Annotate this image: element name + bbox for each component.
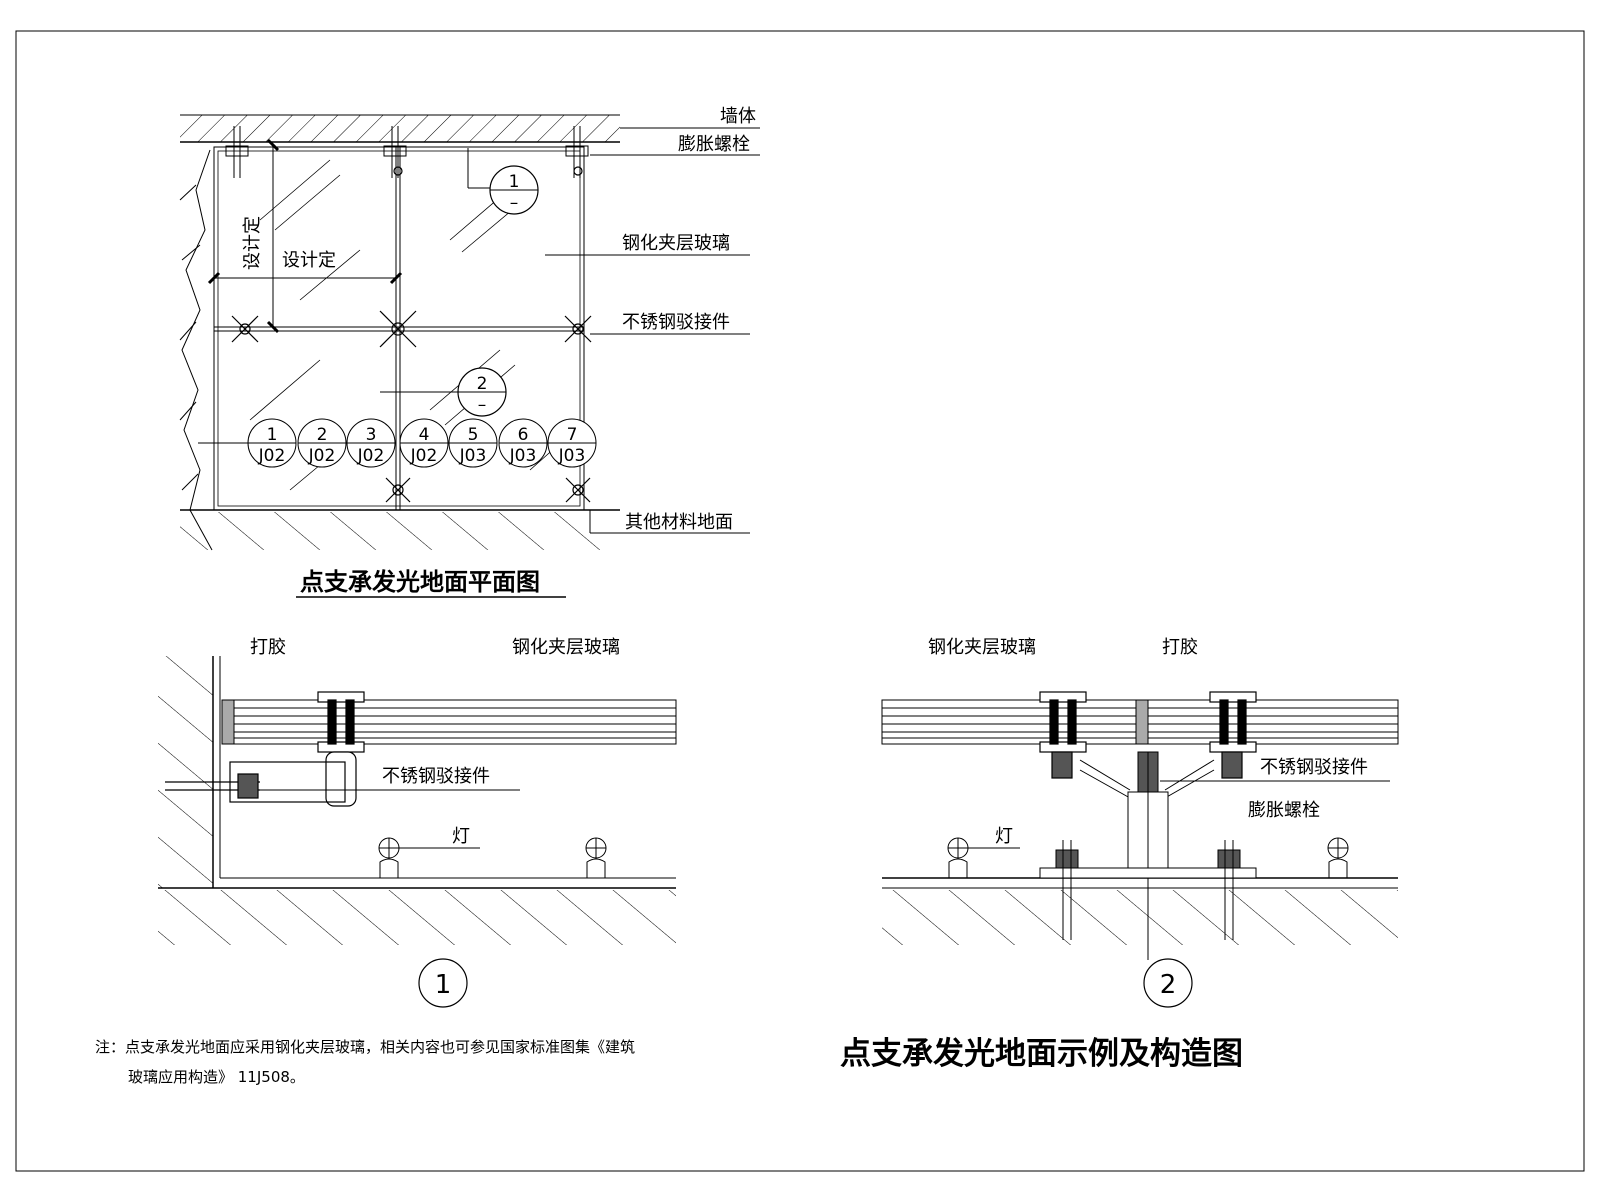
svg-text:–: – xyxy=(510,193,519,213)
svg-text:J03: J03 xyxy=(558,446,586,466)
detail-bubble-7: 7 J03 xyxy=(547,418,597,468)
s1-label-lamp: 灯 xyxy=(452,826,470,847)
section1-number-bubble xyxy=(418,958,468,1008)
svg-text:6: 6 xyxy=(518,425,529,445)
section1-wall xyxy=(158,656,213,888)
svg-text:–: – xyxy=(478,395,487,415)
s2-label-glass: 钢化夹层玻璃 xyxy=(928,637,1036,658)
sheet-border xyxy=(15,30,1585,1172)
section-2: 钢化夹层玻璃 打胶 不锈钢驳接件 膨胀螺栓 灯 2 xyxy=(881,637,1399,1008)
svg-text:5: 5 xyxy=(468,425,479,445)
note-line-1: 注：点支承发光地面应采用钢化夹层玻璃，相关内容也可参见国家标准图集《建筑 xyxy=(95,1038,635,1056)
detail-bubble-2: 2 J02 xyxy=(297,418,347,468)
detail-bubble-1: 1 J02 xyxy=(247,418,297,468)
section1-glass xyxy=(233,699,677,745)
dimension-lines xyxy=(207,138,403,334)
section1-sealant xyxy=(221,699,235,745)
section1-number: 1 xyxy=(435,970,452,1000)
svg-text:J02: J02 xyxy=(357,446,385,466)
left-stone-edge xyxy=(181,149,213,551)
section-ref-1: 1 – xyxy=(489,165,539,215)
section1-ground xyxy=(158,890,676,945)
svg-text:3: 3 xyxy=(366,425,377,445)
svg-text:J03: J03 xyxy=(509,446,537,466)
svg-text:2: 2 xyxy=(477,374,488,394)
main-title: 点支承发光地面示例及构造图 xyxy=(840,1036,1243,1072)
section2-number-bubble xyxy=(1143,958,1193,1008)
svg-text:1: 1 xyxy=(267,425,278,445)
svg-text:1: 1 xyxy=(509,172,520,192)
label-connector: 不锈钢驳接件 xyxy=(622,312,730,333)
svg-text:7: 7 xyxy=(567,425,578,445)
svg-text:J03: J03 xyxy=(459,446,487,466)
svg-text:J02: J02 xyxy=(258,446,286,466)
svg-text:4: 4 xyxy=(419,425,430,445)
section-ref-2: 2 – xyxy=(457,367,507,417)
plan-leaders xyxy=(380,127,760,534)
svg-text:J02: J02 xyxy=(308,446,336,466)
s2-label-lamp: 灯 xyxy=(995,826,1013,847)
wall-band xyxy=(180,115,620,142)
plan-view: 设计定 设计定 墙体 膨胀螺栓 钢化夹层玻璃 不锈钢驳接件 其他材料地面 1 – xyxy=(179,106,760,598)
label-wall: 墙体 xyxy=(720,106,756,127)
section-1: 打胶 钢化夹层玻璃 不锈钢驳接件 灯 1 xyxy=(158,637,677,1008)
detail-bubble-3: 3 J02 xyxy=(346,418,396,468)
note-line-2: 玻璃应用构造》 11J508。 xyxy=(128,1068,305,1086)
detail-bubble-5: 5 J03 xyxy=(448,418,498,468)
plan-title: 点支承发光地面平面图 xyxy=(300,568,540,596)
s1-label-glass: 钢化夹层玻璃 xyxy=(512,637,620,658)
label-other-floor: 其他材料地面 xyxy=(625,512,733,533)
detail-bubble-4: 4 J02 xyxy=(399,418,449,468)
section1-lamps xyxy=(378,837,607,878)
svg-text:J02: J02 xyxy=(410,446,438,466)
s2-label-bolt: 膨胀螺栓 xyxy=(1248,800,1320,821)
glass-panel-outline xyxy=(213,146,585,511)
s1-label-connector: 不锈钢驳接件 xyxy=(382,766,490,787)
floor-band xyxy=(180,512,600,550)
bolt-group-top xyxy=(225,126,589,178)
section1-clamp xyxy=(165,691,365,807)
dim-vertical-label: 设计定 xyxy=(242,216,263,270)
label-laminated-glass: 钢化夹层玻璃 xyxy=(622,233,730,254)
section2-number: 2 xyxy=(1160,970,1177,1000)
section2-sealant xyxy=(1135,699,1149,745)
s2-label-glue: 打胶 xyxy=(1162,637,1198,658)
section2-ground xyxy=(882,890,1398,945)
svg-text:2: 2 xyxy=(317,425,328,445)
spider-connectors xyxy=(231,166,592,503)
label-expansion-bolt: 膨胀螺栓 xyxy=(678,134,750,155)
s1-label-glue: 打胶 xyxy=(250,637,286,658)
dim-horizontal-label: 设计定 xyxy=(282,250,336,271)
section2-support xyxy=(1039,751,1257,960)
section2-clamps xyxy=(1039,691,1257,779)
s2-label-connector: 不锈钢驳接件 xyxy=(1260,757,1368,778)
detail-bubble-6: 6 J03 xyxy=(498,418,548,468)
